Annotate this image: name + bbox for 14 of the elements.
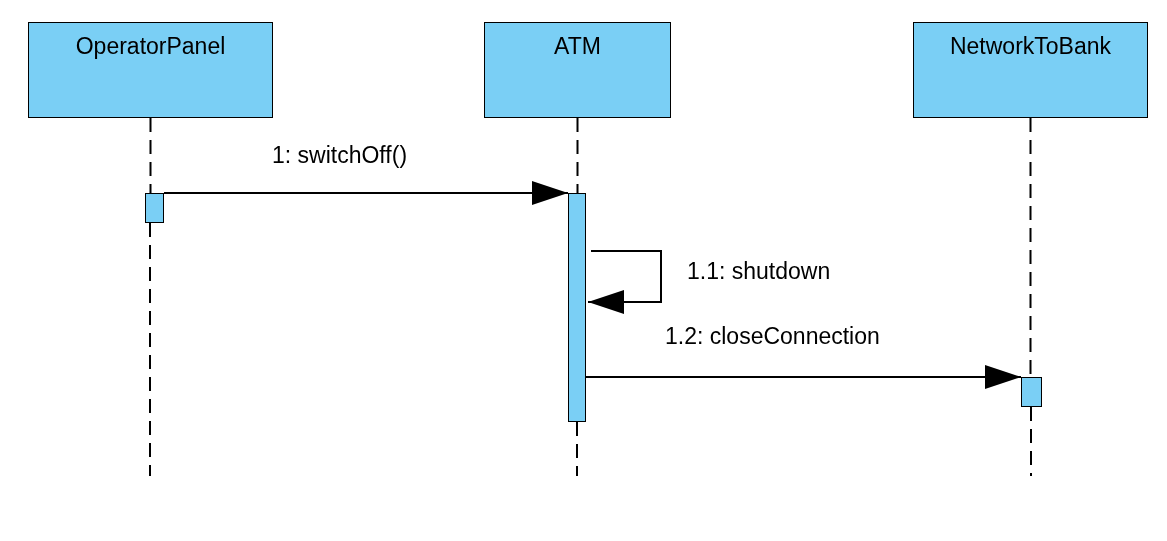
self-message-arrow xyxy=(587,250,662,314)
activation-bar xyxy=(568,193,586,422)
lifeline-head-box: OperatorPanel xyxy=(28,22,273,118)
activation-bar xyxy=(1021,377,1042,407)
message-label: 1.1: shutdown xyxy=(687,258,831,285)
message-label: 1.2: closeConnection xyxy=(665,323,880,350)
message-arrow xyxy=(163,181,569,205)
lifeline-head-box: ATM xyxy=(484,22,671,118)
message-arrow xyxy=(585,365,1022,389)
activation-bar xyxy=(145,193,164,223)
lifeline xyxy=(576,117,579,194)
lifeline xyxy=(149,117,152,194)
lifeline-head-box: NetworkToBank xyxy=(913,22,1148,118)
message-label: 1: switchOff() xyxy=(272,142,408,169)
